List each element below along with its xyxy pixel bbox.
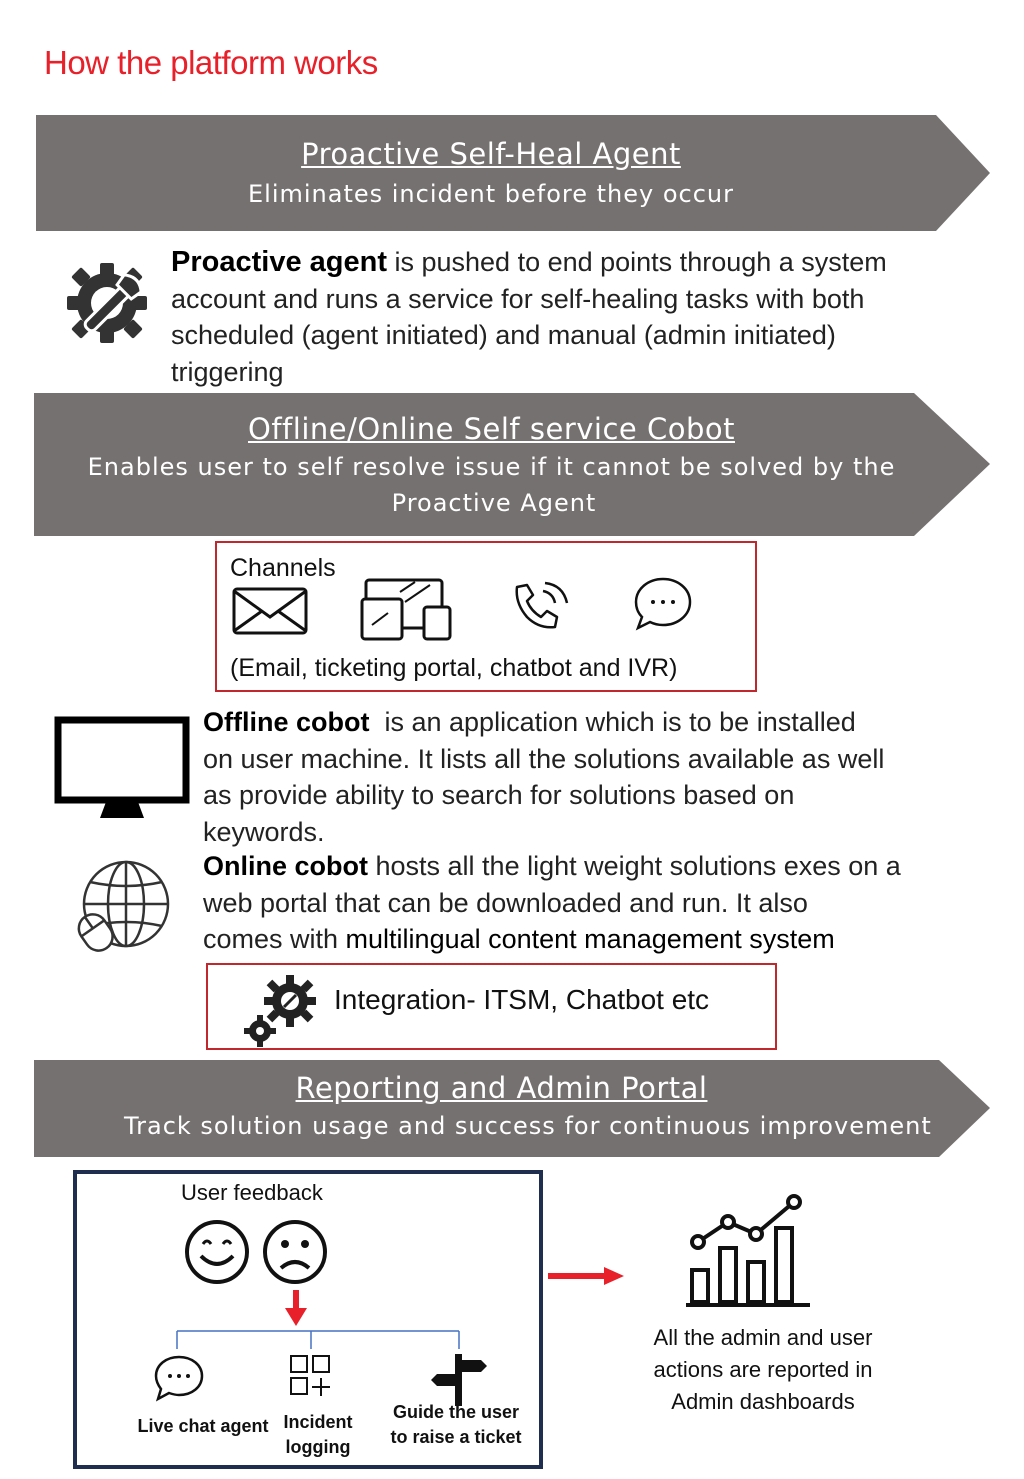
monitor-icon <box>54 716 190 818</box>
apps-add-icon <box>290 1355 330 1396</box>
channels-caption: (Email, ticketing portal, chatbot and IV… <box>230 654 678 682</box>
proactive-agent-description: Proactive agent is pushed to end points … <box>171 244 887 390</box>
phone-icon <box>515 581 569 629</box>
option-label-line: to raise a ticket <box>390 1427 522 1447</box>
chat-bubble-icon <box>634 577 692 631</box>
channels-box: Channels (Email, ticketing portal, chatb… <box>215 541 757 692</box>
report-description: All the admin and user actions are repor… <box>618 1322 908 1418</box>
email-icon <box>232 587 308 635</box>
gear-wrench-icon <box>67 263 147 343</box>
page-title: How the platform works <box>44 44 378 81</box>
offline-cobot-description: Offline cobot is an application which is… <box>203 704 884 850</box>
desc-line: triggering <box>171 356 284 387</box>
desc-line: account and runs a service for self-heal… <box>171 283 865 314</box>
devices-icon <box>360 578 452 641</box>
banner-subheading: Proactive Agent <box>391 489 597 517</box>
desc-line: on user machine. It lists all the soluti… <box>203 743 885 774</box>
desc-line: scheduled (agent initiated) and manual (… <box>171 320 836 350</box>
gears-icon <box>244 975 316 1047</box>
happy-face-icon <box>185 1220 249 1284</box>
desc-line: is an application which is to be install… <box>369 707 856 737</box>
desc-line: keywords. <box>203 816 325 847</box>
integration-label: Integration- ITSM, Chatbot etc <box>334 984 710 1015</box>
desc-line: hosts all the light weight solutions exe… <box>368 851 901 881</box>
desc-bold: Proactive agent <box>171 246 387 278</box>
option-label: Incident logging <box>273 1410 363 1460</box>
channels-label: Channels <box>230 554 336 582</box>
cobot-banner: Offline/Online Self service Cobot Enable… <box>34 393 990 536</box>
feedback-label: User feedback <box>181 1180 323 1205</box>
desc-line: comes with <box>203 924 346 954</box>
chat-bubble-icon <box>154 1355 204 1402</box>
integration-box: Integration- ITSM, Chatbot etc <box>206 963 777 1050</box>
desc-line: as provide ability to search for solutio… <box>203 780 795 810</box>
desc-line-highlight: multilingual content management system <box>345 924 835 954</box>
globe-mouse-icon <box>77 860 170 952</box>
sad-face-icon <box>263 1220 327 1284</box>
banner-heading: Reporting and Admin Portal <box>295 1071 708 1105</box>
feedback-box: User feedback Live chat agent <box>73 1170 543 1469</box>
reporting-banner: Reporting and Admin Portal Track solutio… <box>34 1060 990 1157</box>
option-label: Guide the user to raise a ticket <box>383 1400 529 1450</box>
proactive-agent-banner: Proactive Self-Heal Agent Eliminates inc… <box>36 115 990 231</box>
offline-cobot-bold: Offline cobot <box>203 707 370 737</box>
option-label-line: Incident <box>283 1412 353 1432</box>
banner-heading: Offline/Online Self service Cobot <box>248 412 735 446</box>
banner-subheading: Track solution usage and success for con… <box>124 1112 932 1140</box>
online-cobot-bold: Online cobot <box>203 851 368 881</box>
down-arrow-icon <box>285 1290 307 1326</box>
banner-heading: Proactive Self-Heal Agent <box>301 137 681 171</box>
option-label-line: logging <box>285 1437 351 1457</box>
right-arrow-icon <box>548 1267 624 1285</box>
online-cobot-description: Online cobot hosts all the light weight … <box>203 848 901 958</box>
desc-line: web portal that can be downloaded and ru… <box>203 887 808 918</box>
signpost-icon <box>431 1354 487 1406</box>
report-line: All the admin and user <box>653 1325 873 1350</box>
option-label: Live chat agent <box>137 1416 269 1436</box>
desc-line: is pushed to end points through a system <box>386 247 887 277</box>
bar-line-chart-icon <box>686 1194 810 1307</box>
banner-subheading: Eliminates incident before they occur <box>247 180 734 208</box>
banner-subheading: Enables user to self resolve issue if it… <box>87 453 896 481</box>
report-line: actions are reported in <box>653 1357 873 1382</box>
report-line: Admin dashboards <box>671 1389 855 1414</box>
connector-lines <box>176 1330 460 1349</box>
option-label-line: Guide the user <box>392 1402 520 1422</box>
